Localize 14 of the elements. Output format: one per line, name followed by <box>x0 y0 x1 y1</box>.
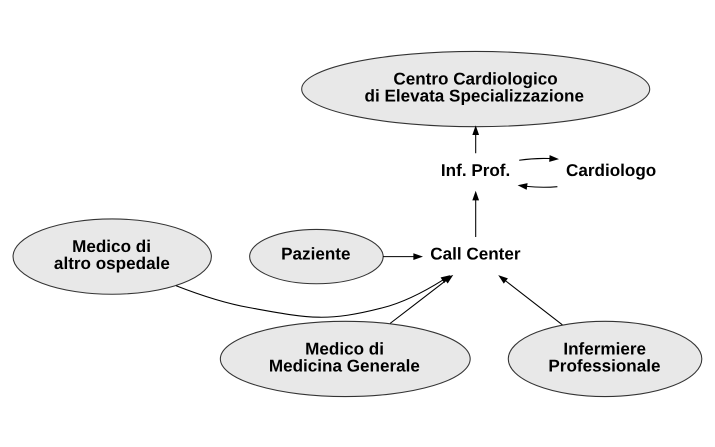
arrow <box>518 182 558 190</box>
node-ellipse: Paziente <box>249 228 384 284</box>
node-text: Cardiologo <box>566 160 656 180</box>
arrow <box>472 190 480 237</box>
node-text: Inf. Prof. <box>440 160 510 180</box>
arrow <box>472 124 480 153</box>
node-text: Call Center <box>430 244 521 264</box>
arrow <box>382 252 423 260</box>
arrow <box>498 274 563 325</box>
node-ellipse: Infermiere Professionale <box>508 320 702 397</box>
node-ellipse: Medico di Medicina Generale <box>220 320 471 397</box>
arrow <box>519 154 560 162</box>
node-ellipse: Medico di altro ospedale <box>12 218 212 294</box>
node-ellipse: Centro Cardiologico di Elevata Specializzazione <box>301 50 650 127</box>
